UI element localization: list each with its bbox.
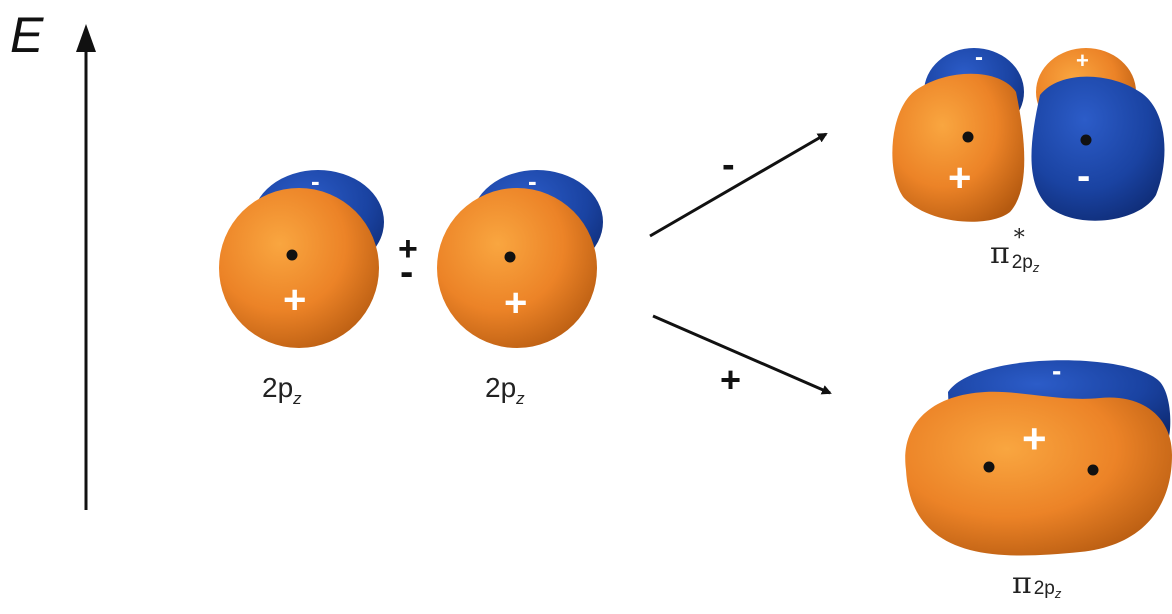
mo-symbol: π: [990, 236, 1010, 271]
atomic-orbital-2-label: 2pz: [485, 372, 525, 409]
lobe-sign-negative: -: [528, 168, 537, 194]
orbital-name: 2p: [262, 372, 293, 403]
lobe-sign-negative: -: [1052, 357, 1061, 385]
orbital-name: 2p: [485, 372, 516, 403]
orbital-subscript: z: [293, 389, 302, 408]
mo-superscript: *: [1014, 226, 1025, 251]
lobe-sign-positive: +: [1022, 418, 1047, 460]
mo-sub-subscript: z: [1055, 586, 1062, 601]
lobe-sign-negative: -: [1077, 156, 1090, 196]
lobe-sign-negative: -: [975, 46, 983, 70]
arrow-sign-plus: +: [720, 362, 741, 398]
orbital-subscript: z: [516, 389, 525, 408]
energy-axis: [76, 24, 96, 510]
antibonding-orbital-label: π*2pz: [990, 236, 1068, 271]
nucleus-dot: [1081, 135, 1092, 146]
nucleus-dot: [287, 250, 298, 261]
nucleus-dot: [505, 252, 516, 263]
arrow-to-bonding: [653, 316, 830, 393]
energy-axis-arrowhead-icon: [76, 24, 96, 52]
mo-subscript: 2p: [1034, 578, 1055, 599]
mo-symbol: π: [1012, 566, 1032, 601]
lobe-sign-positive: +: [948, 158, 971, 198]
antibonding-orbital: [892, 48, 1164, 222]
mo-subscript: 2p: [1012, 252, 1033, 273]
arrow-sign-minus: -: [722, 146, 735, 184]
mo-sub-subscript: z: [1033, 260, 1040, 275]
nucleus-dot: [1088, 465, 1099, 476]
nucleus-dot: [984, 462, 995, 473]
lobe-sign-positive: +: [283, 280, 306, 320]
lobe-sign-positive: +: [504, 283, 527, 323]
lobe-sign-positive: +: [1076, 50, 1089, 72]
arrow-to-antibonding: [650, 134, 826, 236]
energy-axis-label: E: [10, 6, 43, 64]
nucleus-dot: [963, 132, 974, 143]
combine-minus: -: [400, 252, 413, 292]
atomic-orbital-1-label: 2pz: [262, 372, 302, 409]
lobe-sign-negative: -: [311, 168, 320, 194]
